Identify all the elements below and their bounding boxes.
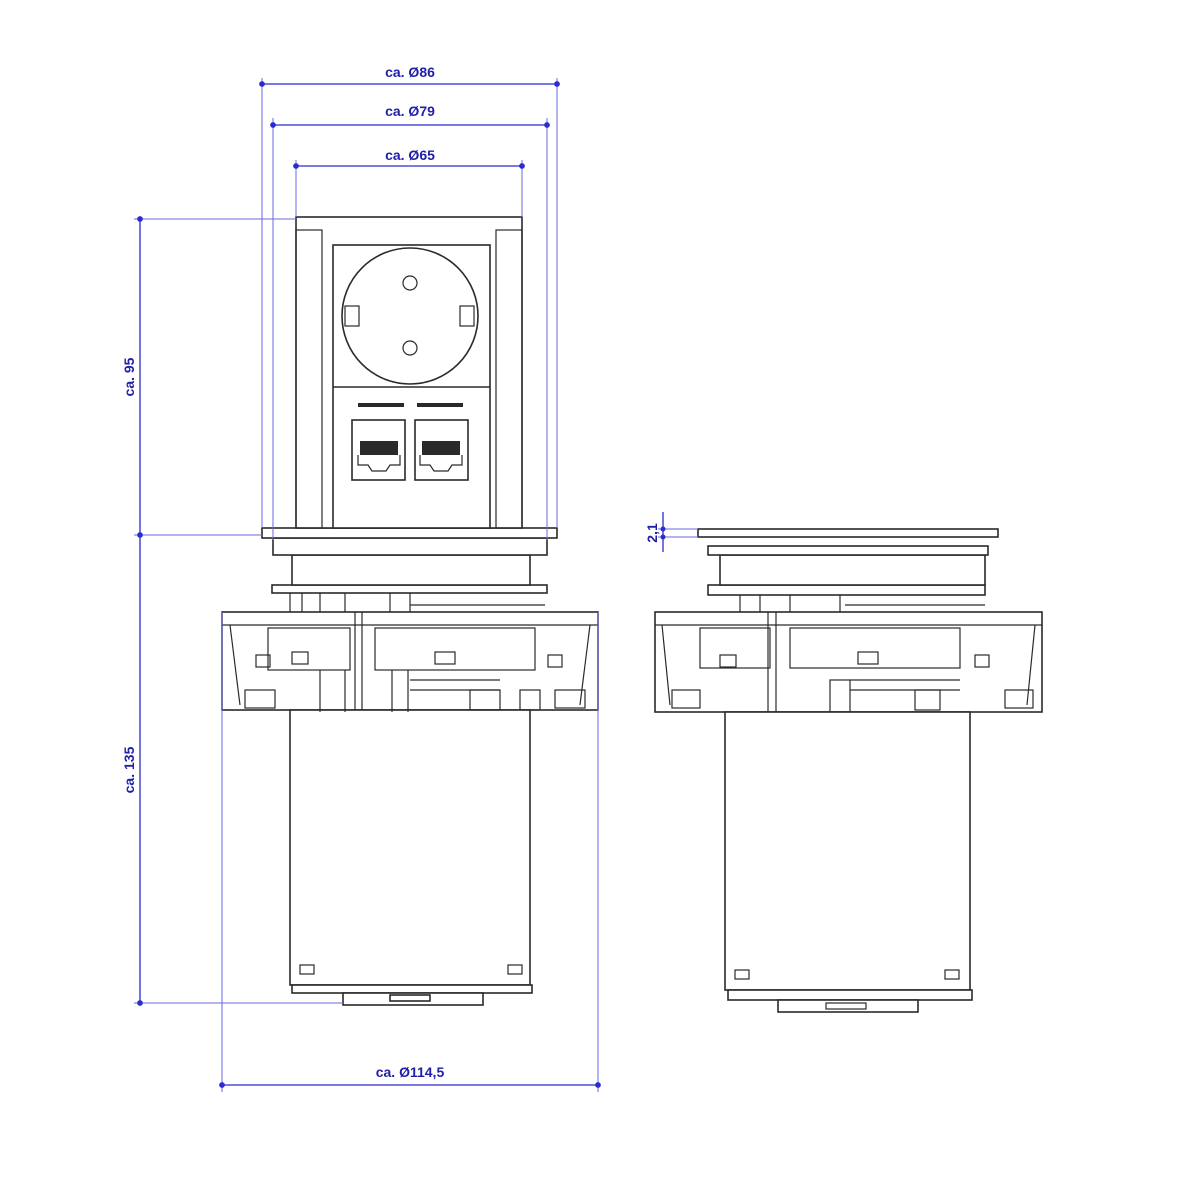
- top-flange: [697, 528, 999, 538]
- label-mark: [944, 969, 960, 980]
- dim-label-2-1: 2,1: [644, 523, 660, 543]
- support-posts: [289, 593, 545, 612]
- rj45-port-2: [414, 419, 469, 481]
- collar-ring: [707, 545, 989, 556]
- housing-cylinder: [289, 709, 531, 986]
- side-view: [654, 528, 1043, 1013]
- support-plate: [707, 584, 986, 596]
- dim-label-114-5: ca. Ø114,5: [376, 1064, 445, 1080]
- mounting-frame: [221, 611, 599, 711]
- dim-label-86: ca. Ø86: [385, 64, 435, 80]
- earth-clip: [344, 305, 360, 327]
- label-mark: [507, 964, 523, 975]
- housing-cylinder: [724, 711, 971, 991]
- lift-ring: [291, 554, 531, 586]
- socket-pin-hole: [402, 275, 418, 291]
- top-flange: [261, 527, 558, 539]
- led-indicator: [358, 403, 404, 407]
- dim-label-135: ca. 135: [121, 746, 137, 793]
- bottom-plate: [291, 984, 533, 994]
- front-view: [221, 216, 599, 1006]
- schuko-socket: [341, 247, 479, 385]
- lift-ring: [719, 554, 986, 586]
- led-indicator: [417, 403, 463, 407]
- collar-ring: [272, 537, 548, 556]
- dimension-lines: ca. Ø86 ca. Ø79 ca. Ø65 ca. 95 ca. 135 c…: [121, 64, 698, 1092]
- earth-clip: [459, 305, 475, 327]
- label-mark: [734, 969, 750, 980]
- rj45-port-1: [351, 419, 406, 481]
- socket-pin-hole: [402, 340, 418, 356]
- foot-clip: [389, 994, 431, 1002]
- label-mark: [299, 964, 315, 975]
- bottom-plate: [727, 989, 973, 1001]
- dim-label-79: ca. Ø79: [385, 103, 435, 119]
- dim-label-95: ca. 95: [121, 357, 137, 396]
- mounting-frame: [654, 611, 1043, 713]
- bottom-foot: [777, 999, 919, 1013]
- frame-details: [222, 612, 598, 712]
- dim-label-65: ca. Ø65: [385, 147, 435, 163]
- support-plate: [271, 584, 548, 594]
